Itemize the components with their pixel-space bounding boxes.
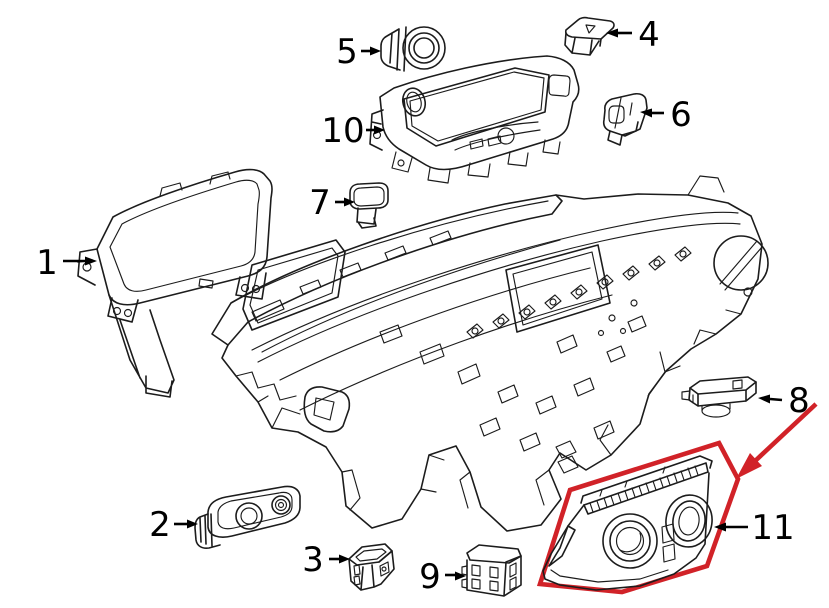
vent-circle [713,235,769,291]
callout-8[interactable]: 8 [758,381,810,421]
highlight-arrow [736,402,818,479]
callout-5[interactable]: 5 [336,32,381,72]
callout-11-arrow-head [714,522,726,532]
part-6-switch[interactable] [602,92,648,146]
part-5-knob[interactable] [380,26,446,72]
callout-8-label[interactable]: 8 [788,381,810,421]
callout-3-label[interactable]: 3 [302,540,324,580]
cluster-left-bracket [77,248,98,286]
display-screen [403,67,550,147]
callout-11-label[interactable]: 11 [751,508,794,548]
part-10-display-assembly[interactable] [369,55,580,184]
callout-8-arrow-shaft [769,397,783,402]
callout-4-arrow-head [606,28,618,38]
callouts: 1 2 3 4 5 6 7 [36,15,810,597]
cluster-right-foot [235,272,267,300]
callout-9-arrow-head [455,571,466,581]
callout-5-arrow-head [370,46,381,56]
part-8-module[interactable] [681,376,757,418]
dial-right [665,494,713,548]
highlight-arrow-shaft [752,402,818,464]
highlight-outline [536,440,741,595]
cluster-left-foot [107,297,139,323]
callout-2-label[interactable]: 2 [149,505,171,545]
callout-6[interactable]: 6 [640,95,692,135]
callout-2[interactable]: 2 [149,505,198,545]
callout-8-arrow-head [758,394,770,404]
callout-9[interactable]: 9 [419,557,466,597]
callout-10[interactable]: 10 [321,111,385,151]
callout-6-arrow-head [640,108,652,118]
callout-7[interactable]: 7 [309,183,355,223]
part-11-climate-control[interactable] [542,455,715,591]
headlamp-knob [235,502,263,530]
callout-2-arrow-head [187,519,198,529]
part-9-module[interactable] [461,544,522,597]
dial-left [602,513,658,569]
callout-5-label[interactable]: 5 [336,32,358,72]
part-2-headlamp-switch[interactable] [194,485,301,549]
callout-7-arrow-head [344,197,355,207]
callout-4-label[interactable]: 4 [638,15,660,55]
part-4-hazard-switch[interactable] [564,16,615,56]
display-round-opening [401,87,427,117]
callout-3-arrow-head [339,554,350,564]
callout-10-label[interactable]: 10 [321,111,364,151]
callout-6-label[interactable]: 6 [670,95,692,135]
callout-10-arrow-head [374,125,385,135]
hazard-triangle-icon [585,24,596,34]
callout-11[interactable]: 11 [714,508,795,548]
callout-7-label[interactable]: 7 [309,183,331,223]
highlight-arrow-head [736,453,762,479]
part-1-instrument-cluster[interactable] [77,168,273,398]
dashboard-frame [211,175,769,532]
callout-1-arrow-head [85,256,97,266]
part-7-clip[interactable] [349,182,389,229]
callout-9-label[interactable]: 9 [419,557,441,597]
callout-1-label[interactable]: 1 [36,243,58,283]
callout-1[interactable]: 1 [36,243,97,283]
callout-4[interactable]: 4 [606,15,660,55]
callout-3[interactable]: 3 [302,540,350,580]
part-3-switch[interactable] [348,543,395,591]
